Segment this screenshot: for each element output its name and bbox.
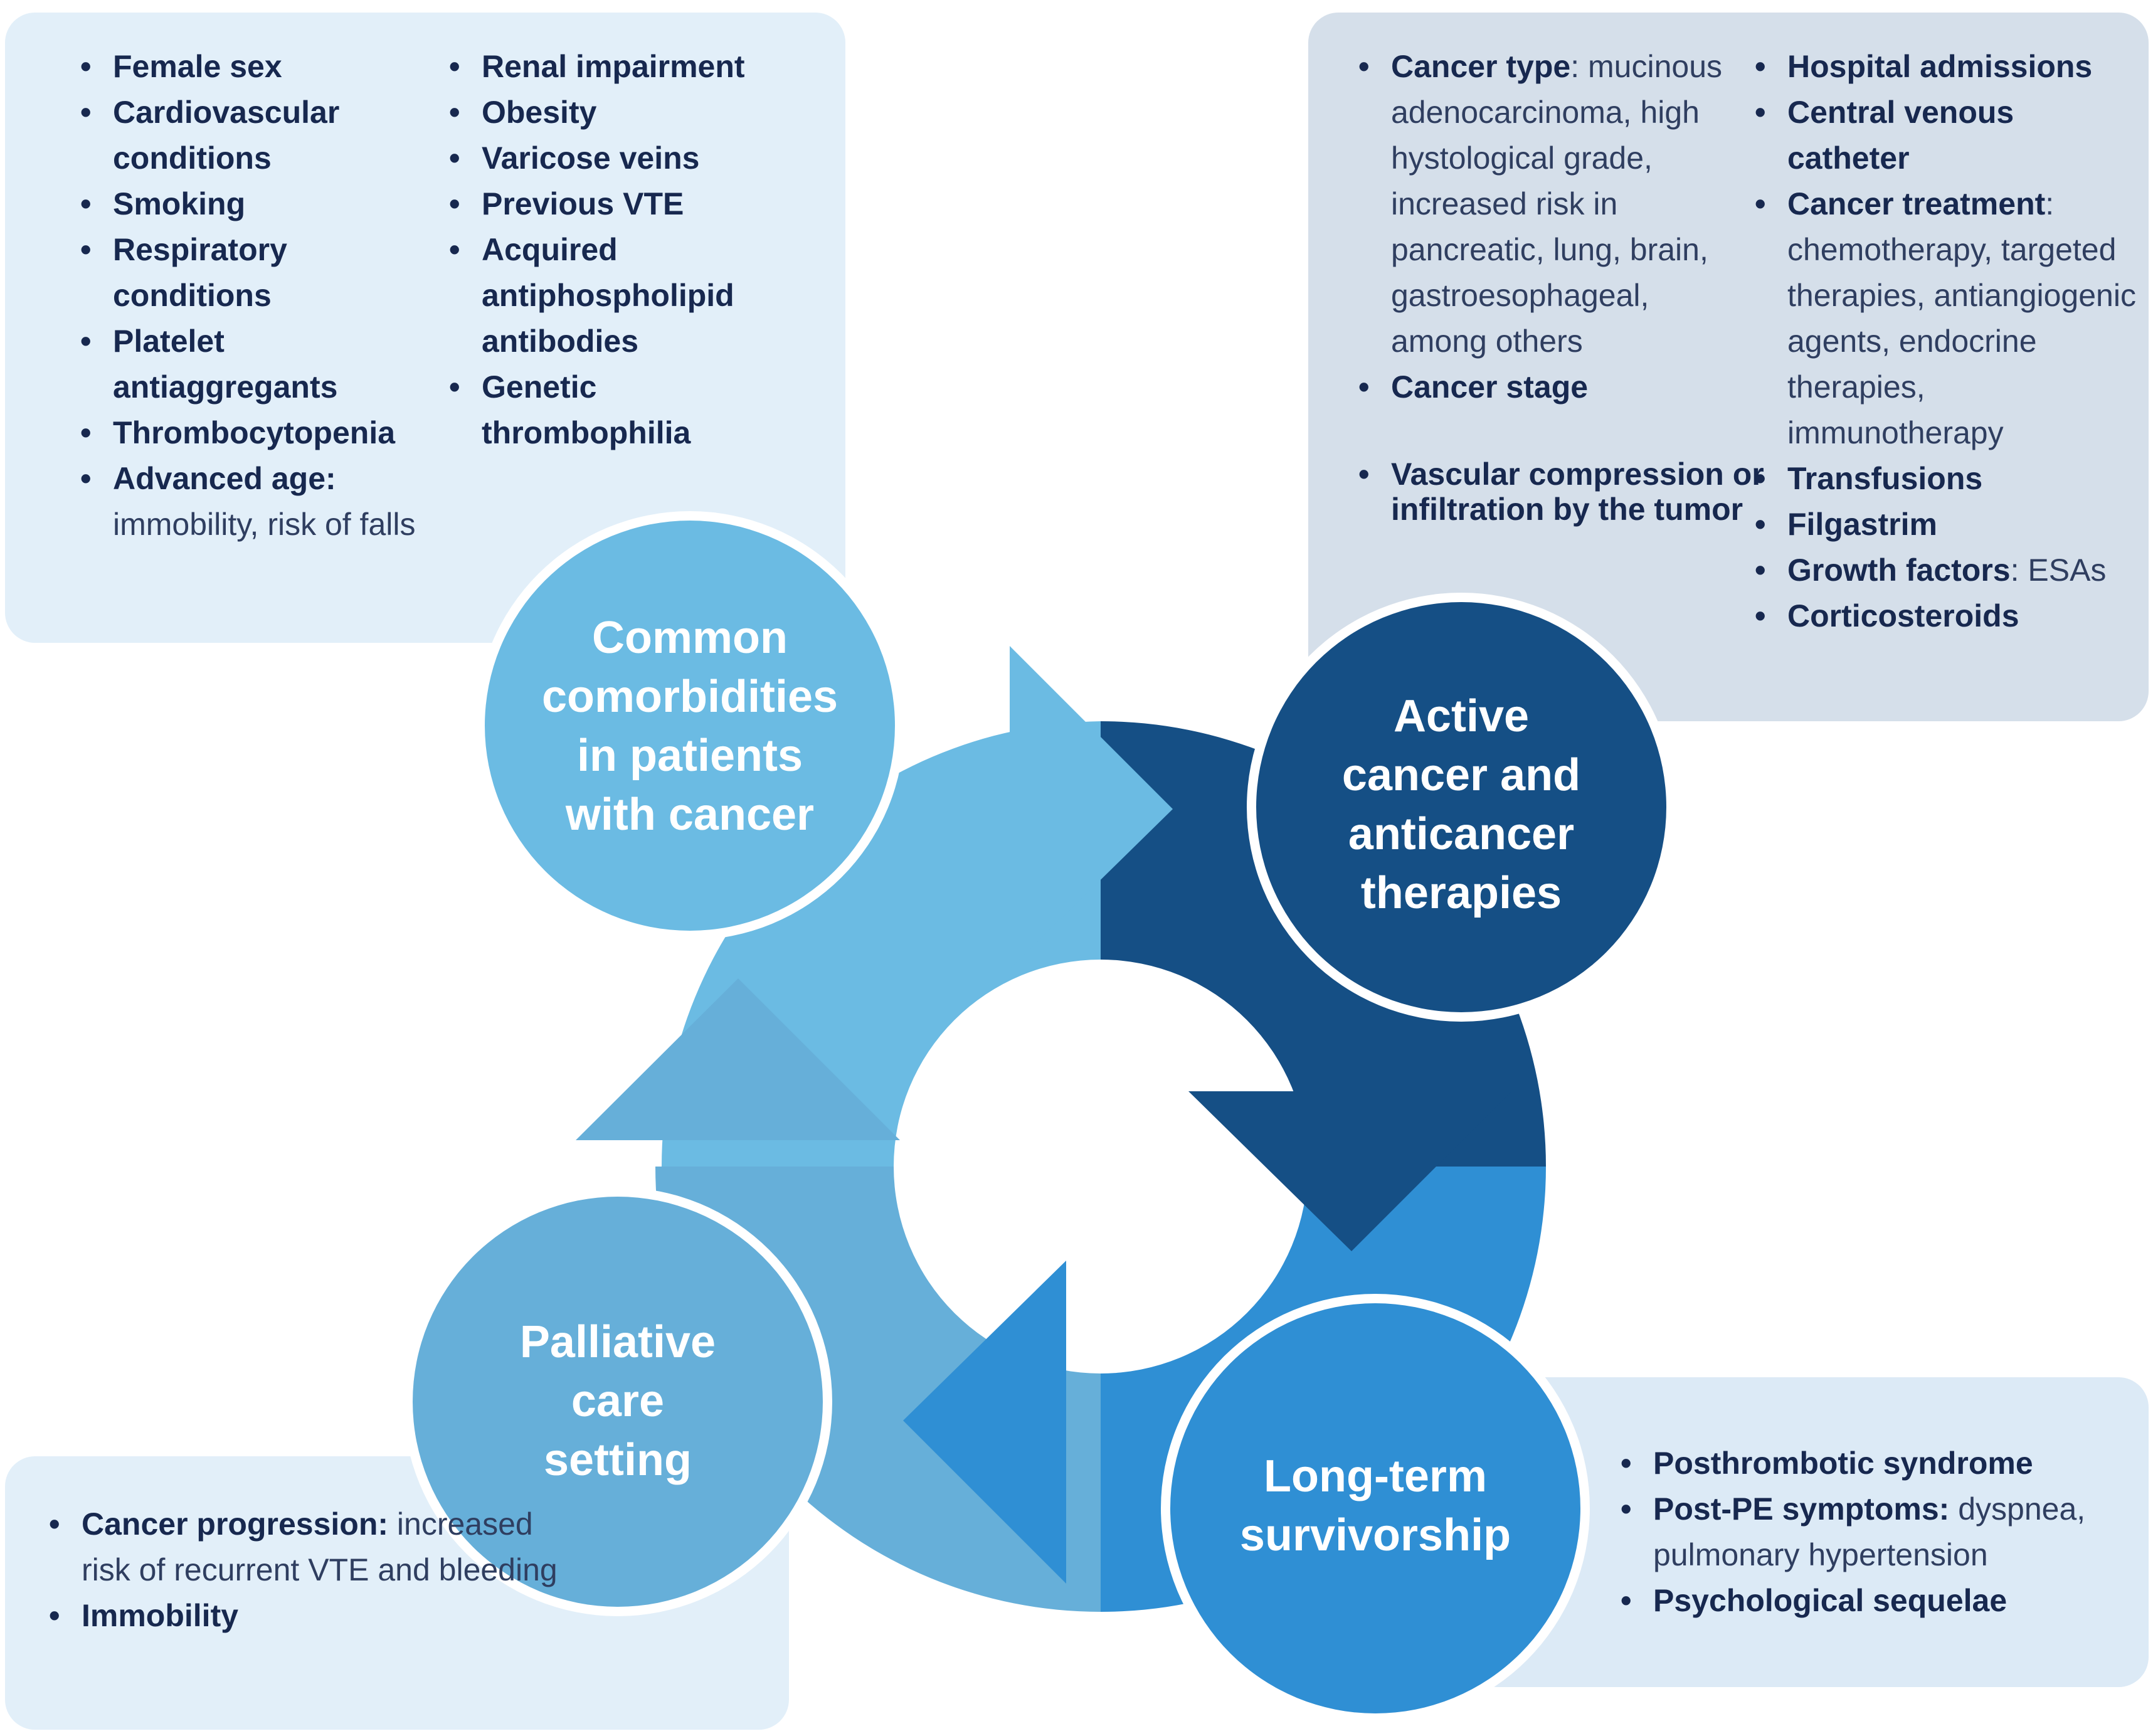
list-item: Central venous catheter (1751, 90, 2076, 181)
list-item: Platelet antiaggregants (77, 319, 376, 410)
list-item: Growth factors: ESAs (1751, 548, 2146, 593)
list-item: Posthrombotic syndrome (1617, 1441, 2144, 1486)
list-item: Transfusions (1751, 456, 2146, 502)
list-item: Respiratory conditions (77, 227, 376, 319)
list-item: Filgastrim (1751, 502, 2146, 548)
list-item: Renal impairment (445, 44, 834, 90)
active-cancer-list-col1a: Cancer type: mucinous adenocarcinoma, hi… (1355, 44, 1762, 410)
list-item: Acquired antiphospholipid antibodies (445, 227, 789, 364)
comorbidities-list-col2: Renal impairment Obesity Varicose veins … (445, 44, 834, 456)
survivorship-title: Long-term survivorship (1239, 1451, 1511, 1560)
arrow-up (576, 978, 900, 1140)
list-item: Cancer stage (1355, 364, 1762, 410)
active-cancer-list-col2: Hospital admissions Central venous cathe… (1751, 44, 2146, 639)
list-item: Vascular compression or infiltration by … (1355, 457, 1767, 527)
list-item: Immobility (45, 1593, 541, 1639)
list-item: Obesity (445, 90, 834, 135)
palliative-list: Cancer progression: increased risk of re… (45, 1501, 558, 1639)
arrow-down (1188, 1091, 1511, 1251)
list-item: Psychological sequelae (1617, 1578, 2144, 1624)
arrow-right (1010, 646, 1173, 969)
arrow-left (903, 1261, 1066, 1584)
list-item: Varicose veins (445, 135, 834, 181)
survivorship-list: Posthrombotic syndrome Post-PE symptoms:… (1617, 1441, 2144, 1624)
comorbidities-title: Common comorbidities in patients with ca… (541, 613, 838, 840)
list-item: Genetic thrombophilia (445, 364, 770, 456)
list-item: Cancer progression: increased risk of re… (45, 1501, 564, 1593)
comorbidities-list-col1: Female sex Cardiovascular conditions Smo… (77, 44, 440, 548)
list-item: Hospital admissions (1751, 44, 2146, 90)
list-item: Female sex (77, 44, 440, 90)
list-item: Post-PE symptoms: dyspnea, pulmonary hyp… (1617, 1486, 2142, 1578)
list-item: Cardiovascular conditions (77, 90, 389, 181)
active-cancer-list-col1b: Vascular compression or infiltration by … (1355, 457, 1764, 527)
list-item: Smoking (77, 181, 440, 227)
list-item: Cancer type: mucinous adenocarcinoma, hi… (1355, 44, 1742, 364)
list-item: Corticosteroids (1751, 593, 2146, 639)
list-item: Advanced age: immobility, risk of falls (77, 456, 439, 548)
list-item: Thrombocytopenia (77, 410, 440, 456)
active-cancer-title: Active cancer and anticancer therapies (1341, 691, 1581, 918)
list-item: Cancer treatment: chemotherapy, targeted… (1751, 181, 2139, 456)
list-item: Previous VTE (445, 181, 834, 227)
palliative-title: Palliative care setting (519, 1317, 716, 1485)
